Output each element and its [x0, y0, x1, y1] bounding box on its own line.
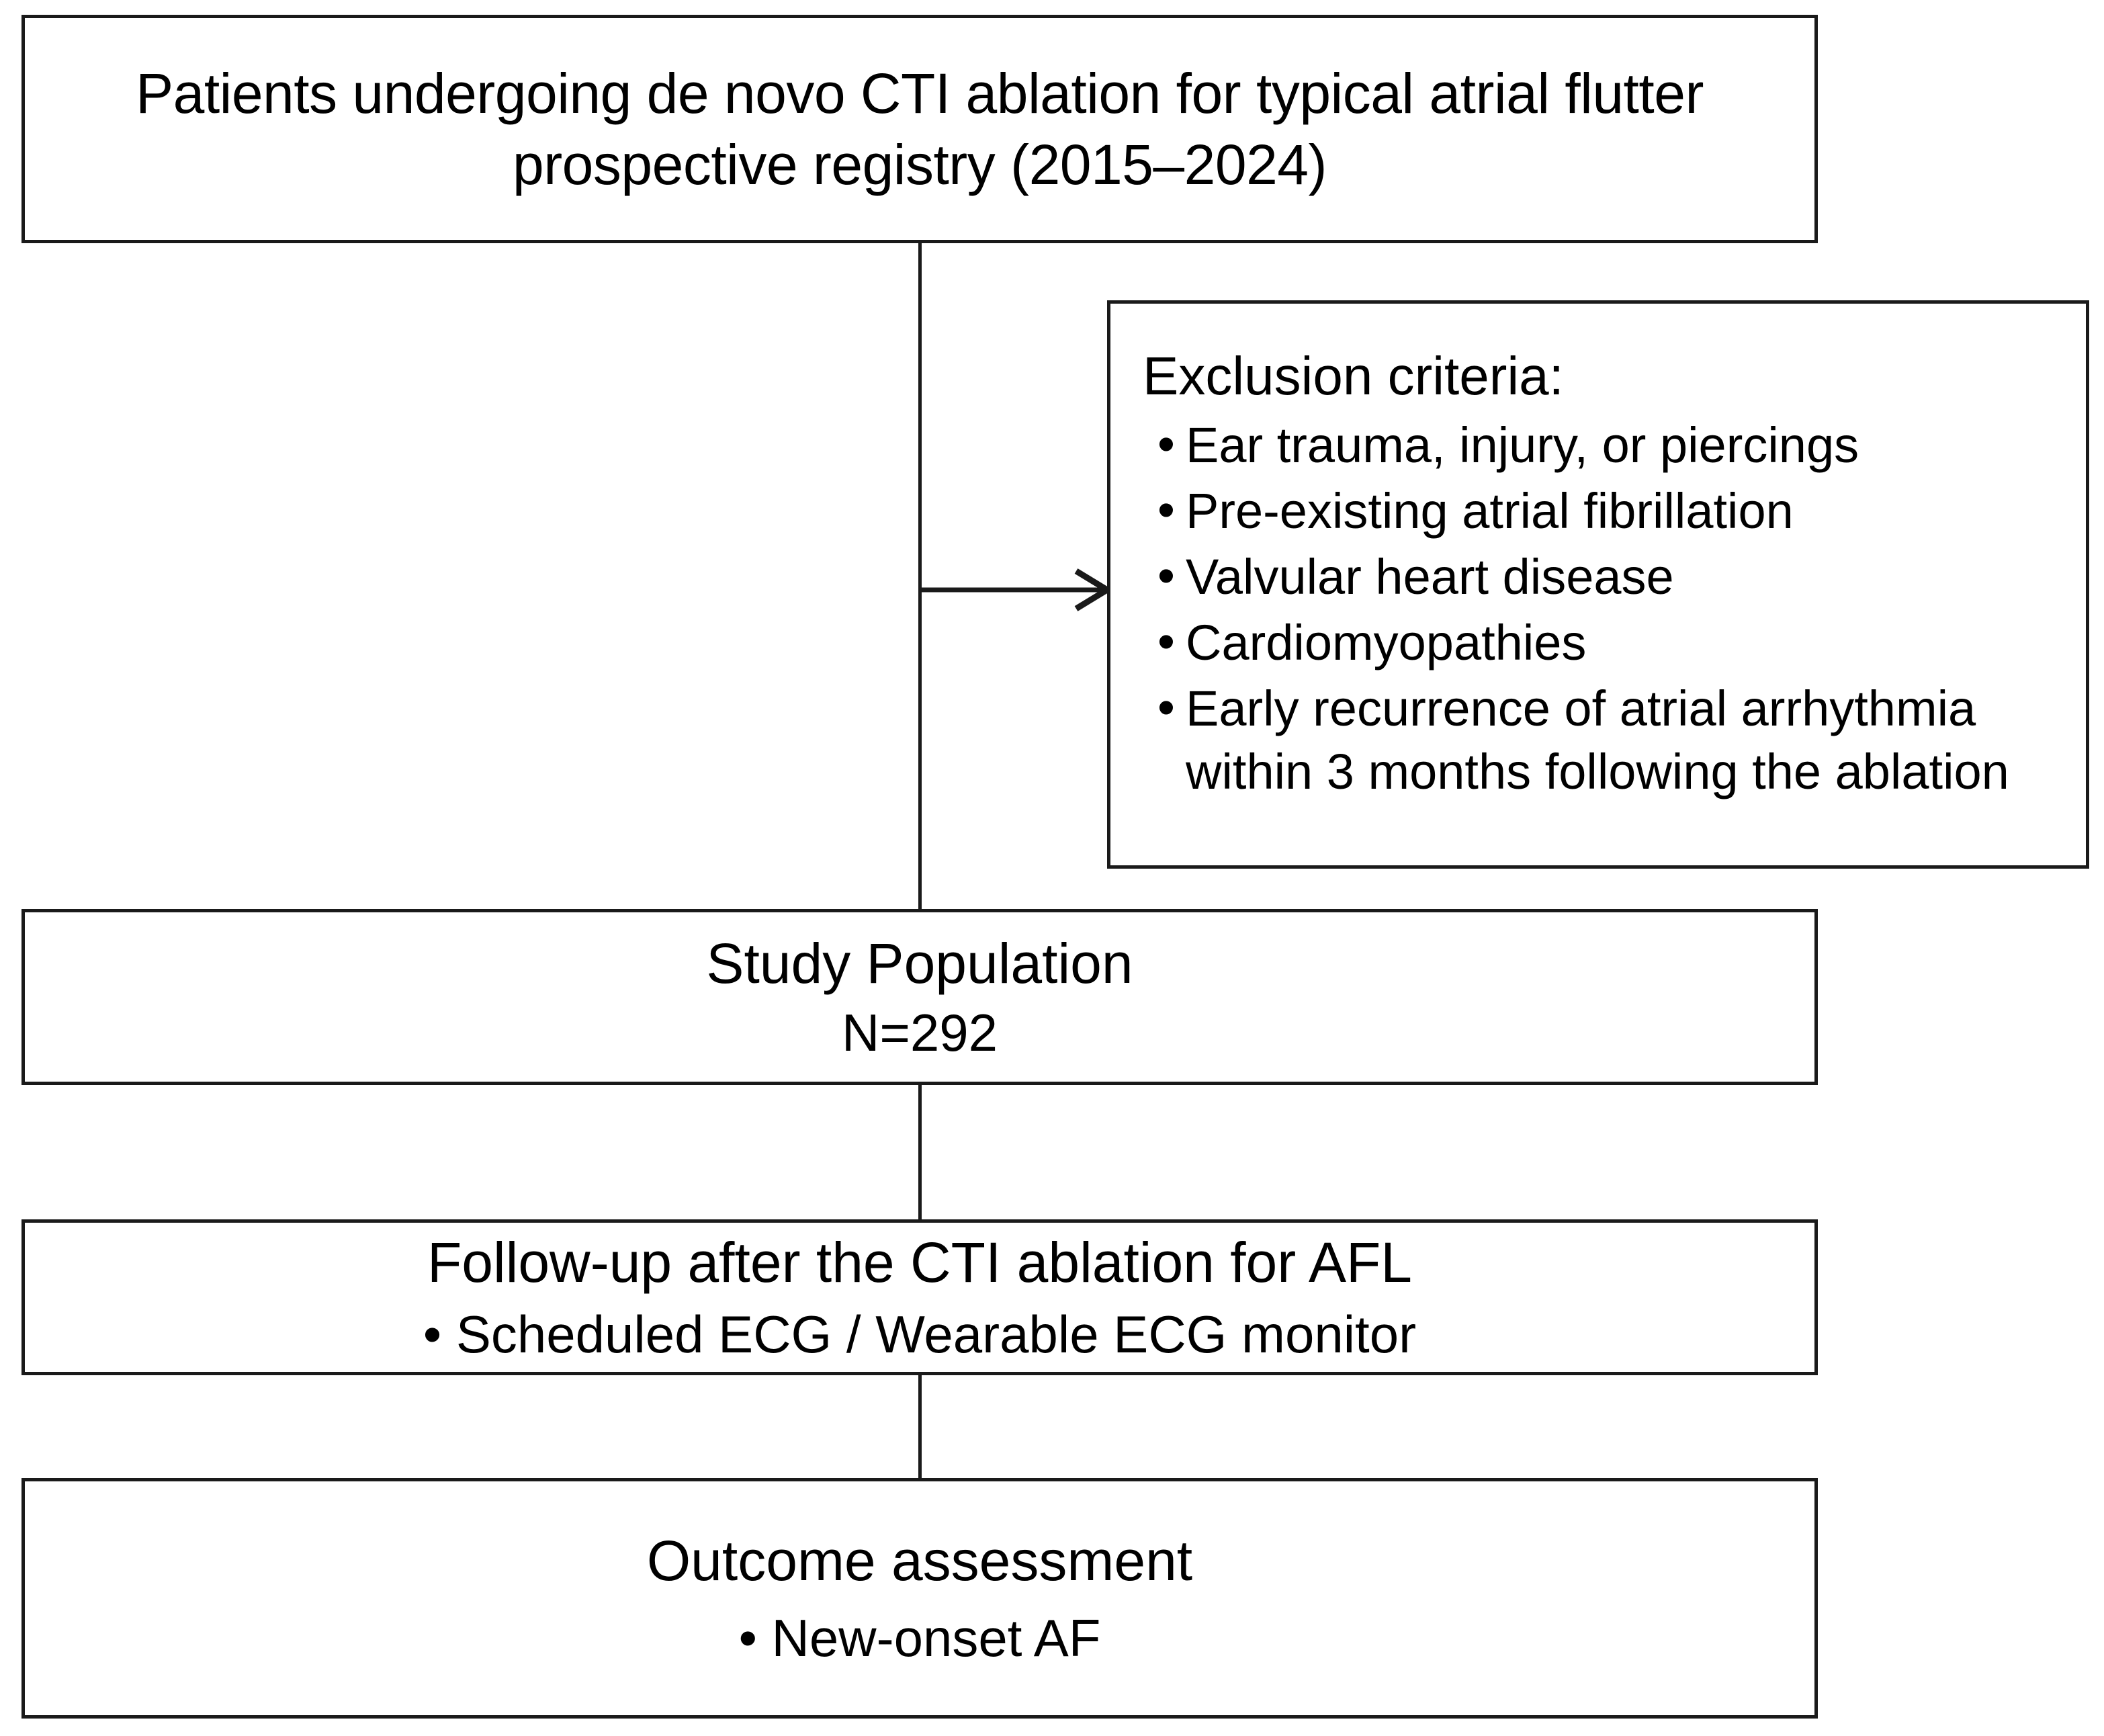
exclusion-item-line1: Cardiomyopathies: [1186, 614, 1587, 670]
followup-title: Follow-up after the CTI ablation for AFL: [427, 1230, 1413, 1294]
arrow-to-exclusion-criteria: [918, 563, 1113, 617]
study-population-count: N=292: [841, 1002, 998, 1062]
exclusion-criteria-title: Exclusion criteria:: [1143, 346, 1564, 406]
exclusion-criteria-item: • Early recurrence of atrial arrhythmia …: [1156, 677, 2086, 804]
connector-population-to-followup: [918, 1085, 922, 1219]
source-population-box: Patients undergoing de novo CTI ablation…: [21, 15, 1818, 243]
bullet-icon: •: [1157, 679, 1175, 735]
outcome-assessment-box: Outcome assessment • New-onset AF: [21, 1478, 1818, 1719]
outcome-title: Outcome assessment: [646, 1528, 1193, 1592]
bullet-icon: •: [1157, 481, 1175, 537]
study-population-box: Study Population N=292: [21, 909, 1818, 1085]
exclusion-criteria-item: • Pre-existing atrial fibrillation: [1156, 480, 2086, 543]
source-population-line1: Patients undergoing de novo CTI ablation…: [136, 61, 1704, 125]
exclusion-item-line1: Pre-existing atrial fibrillation: [1186, 482, 1794, 539]
exclusion-criteria-box: Exclusion criteria: • Ear trauma, injury…: [1107, 300, 2089, 869]
connector-followup-to-outcome: [918, 1375, 922, 1478]
followup-detail: • Scheduled ECG / Wearable ECG monitor: [423, 1304, 1417, 1364]
exclusion-criteria-item: • Valvular heart disease: [1156, 546, 2086, 609]
followup-box: Follow-up after the CTI ablation for AFL…: [21, 1219, 1818, 1375]
exclusion-item-line1: Valvular heart disease: [1186, 548, 1674, 605]
exclusion-criteria-item: • Cardiomyopathies: [1156, 611, 2086, 675]
exclusion-criteria-list: • Ear trauma, injury, or piercings • Pre…: [1110, 414, 2086, 806]
bullet-icon: •: [1157, 416, 1175, 472]
exclusion-criteria-item: • Ear trauma, injury, or piercings: [1156, 414, 2086, 477]
source-population-line2: prospective registry (2015–2024): [512, 133, 1327, 196]
exclusion-item-line1: Early recurrence of atrial arrhythmia: [1186, 680, 1976, 736]
exclusion-item-line2: within 3 months following the ablation: [1186, 743, 2009, 799]
outcome-detail: • New-onset AF: [738, 1608, 1101, 1667]
exclusion-item-line1: Ear trauma, injury, or piercings: [1186, 417, 1859, 473]
bullet-icon: •: [1157, 613, 1175, 669]
bullet-icon: •: [1157, 547, 1175, 603]
study-population-title: Study Population: [706, 931, 1133, 995]
connector-source-to-population: [918, 243, 922, 909]
